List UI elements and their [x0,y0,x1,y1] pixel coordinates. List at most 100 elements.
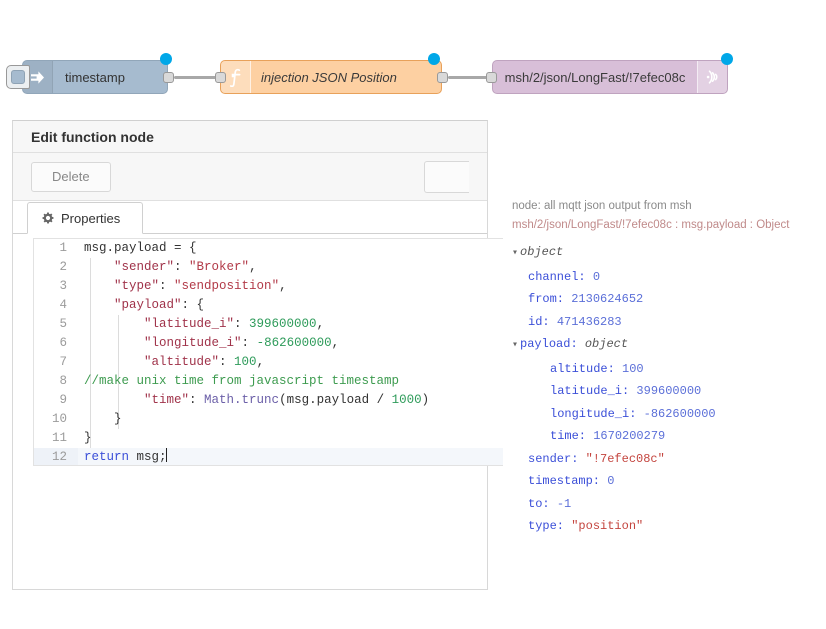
code-line-number: 1 [34,239,78,258]
debug-property-key: altitude: [550,361,623,376]
code-line[interactable]: 5 "latitude_i": 399600000, [34,315,503,334]
function-status-dot [428,53,440,65]
debug-property-key: payload: [520,337,585,351]
chevron-down-icon[interactable]: ▾ [512,248,519,259]
debug-property-value: 399600000 [636,384,702,398]
code-line[interactable]: 10 } [34,410,503,429]
text-cursor [165,448,167,462]
debug-property-key: type: [528,519,572,533]
gear-icon [42,212,54,224]
inject-output-port[interactable] [163,72,174,83]
flow-node-mqtt-out[interactable]: msh/2/json/LongFast/!7efec08c [492,60,728,94]
inject-trigger-button[interactable] [6,65,30,89]
mqtt-broadcast-icon [697,61,727,93]
debug-property-value: "position" [571,519,644,533]
debug-property-row[interactable]: ▾payload: object [512,333,826,358]
code-line-text: "latitude_i": 399600000, [144,317,325,331]
tab-properties-label: Properties [61,210,121,226]
debug-property-row[interactable]: altitude: 100 [512,358,826,381]
flow-canvas[interactable]: timestamp injection JSON Position msh/2/… [0,0,826,112]
debug-property-row[interactable]: longitude_i: -862600000 [512,403,826,426]
debug-property-value: 1670200279 [593,429,666,443]
code-line-text: msg.payload = { [84,241,197,255]
debug-property-value: -1 [556,496,572,511]
debug-property-row[interactable]: time: 1670200279 [512,425,826,448]
code-line-number: 2 [34,258,78,277]
debug-property-value: 2130624652 [571,292,644,306]
code-line[interactable]: 7 "altitude": 100, [34,353,503,372]
code-line-text: //make unix time from javascript timesta… [84,374,400,388]
flow-node-inject-label: timestamp [65,69,125,85]
flow-node-function-label: injection JSON Position [261,69,397,85]
debug-property-row[interactable]: latitude_i: 399600000 [512,380,826,403]
function-output-port[interactable] [437,72,448,83]
code-line-text: "time": Math.trunc(msg.payload / 1000) [144,393,430,407]
debug-property-key: sender: [528,451,586,466]
code-line-number: 7 [34,353,78,372]
debug-property-row[interactable]: timestamp: 0 [512,470,826,493]
debug-property-row[interactable]: id: 471436283 [512,311,826,334]
code-line-number: 5 [34,315,78,334]
debug-property-value: 0 [592,269,601,284]
code-line-number: 9 [34,391,78,410]
code-line-number: 12 [34,448,78,465]
code-line-number: 10 [34,410,78,429]
code-line-number: 11 [34,429,78,448]
code-line-number: 4 [34,296,78,315]
code-line-text: "longitude_i": -862600000, [144,336,340,350]
debug-sidebar: node: all mqtt json output from msh msh/… [512,200,826,538]
flow-node-function[interactable]: injection JSON Position [220,60,442,94]
code-line[interactable]: 3 "type": "sendposition", [34,277,503,296]
code-line-number: 8 [34,372,78,391]
code-line[interactable]: 8 //make unix time from javascript timest… [34,372,503,391]
wire-inject-to-function [174,76,222,79]
delete-button[interactable]: Delete [31,161,111,192]
wire-function-to-mqtt [448,76,494,79]
debug-property-row[interactable]: to: -1 [512,493,826,516]
debug-property-type: object [520,245,564,259]
code-line[interactable]: 4 "payload": { [34,296,503,315]
code-line[interactable]: 1 msg.payload = { [34,239,503,258]
debug-property-key: time: [550,429,594,443]
panel-toolbar: Delete [13,153,487,201]
code-line-text: "payload": { [114,298,205,312]
debug-property-value: 471436283 [556,314,622,329]
chevron-down-icon[interactable]: ▾ [512,340,519,351]
debug-topic-line: msh/2/json/LongFast/!7efec08c : msg.payl… [512,219,790,231]
code-line-text: } [84,431,92,445]
debug-property-value: 100 [622,361,644,376]
code-line[interactable]: 11} [34,429,503,448]
code-line-text: "sender": "Broker", [114,260,257,274]
debug-property-key: longitude_i: [550,406,644,421]
debug-node-line: node: all mqtt json output from msh [512,200,692,212]
debug-property-row[interactable]: ▾object [512,241,826,266]
mqtt-input-port[interactable] [486,72,497,83]
debug-property-type: object [584,337,629,351]
debug-property-key: latitude_i: [550,384,637,398]
inject-knob-icon [11,70,25,84]
debug-property-row[interactable]: from: 2130624652 [512,288,826,311]
debug-property-key: from: [528,292,572,306]
debug-property-row[interactable]: channel: 0 [512,266,826,289]
tab-properties[interactable]: Properties [27,202,144,234]
panel-header: Edit function node [13,121,487,153]
debug-property-key: channel: [528,269,593,284]
debug-property-row[interactable]: type: "position" [512,515,826,538]
debug-property-value: "!7efec08c" [585,451,665,466]
debug-property-row[interactable]: sender: "!7efec08c" [512,448,826,471]
debug-property-value: 0 [607,474,615,488]
code-line-text: "type": "sendposition", [114,279,287,293]
code-line-text: "altitude": 100, [144,355,265,369]
flow-node-inject[interactable]: timestamp [6,60,168,94]
function-input-port[interactable] [215,72,226,83]
mqtt-status-dot [721,53,733,65]
toolbar-action-stub[interactable] [424,160,469,193]
code-line[interactable]: 2 "sender": "Broker", [34,258,503,277]
code-line[interactable]: 6 "longitude_i": -862600000, [34,334,503,353]
code-line[interactable]: 9 "time": Math.trunc(msg.payload / 1000) [34,391,503,410]
debug-property-value: -862600000 [643,406,716,421]
